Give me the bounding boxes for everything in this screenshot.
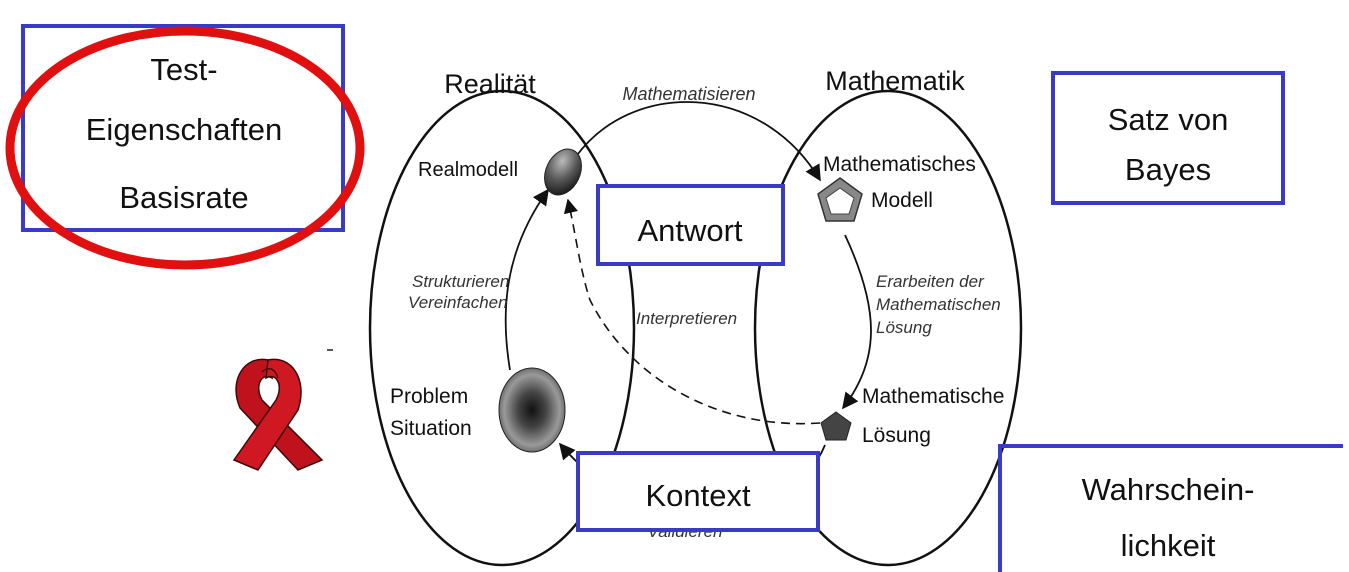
math-solution-label-line2: Lösung — [862, 424, 931, 447]
bayes-label-line1: Satz von — [1108, 102, 1229, 137]
math-solution-label-line1: Mathematische — [862, 385, 1004, 408]
test-label-line3: Basisrate — [119, 180, 248, 215]
reality-ellipse — [368, 89, 636, 567]
strukturieren-label-line1: Strukturieren — [412, 272, 509, 291]
erarbeiten-label-line3: Lösung — [876, 318, 932, 337]
interpretieren-arrow — [563, 198, 821, 425]
mathematisieren-arrow — [574, 101, 821, 182]
mathematics-title: Mathematik — [825, 66, 965, 96]
reality-title: Realität — [444, 69, 536, 99]
kontext-label: Kontext — [645, 478, 751, 513]
kontext-box — [576, 451, 820, 532]
problem-label-line2: Situation — [390, 417, 472, 440]
problem-situation-icon — [498, 367, 566, 453]
wahr-label-line1: Wahrschein- — [1082, 472, 1255, 507]
strukturieren-label-line2: Vereinfachen — [408, 293, 508, 312]
antwort-label: Antwort — [637, 213, 742, 248]
red-ribbon-icon — [232, 358, 324, 471]
math-solution-pentagon-icon — [820, 411, 852, 441]
strukturieren-arrow — [504, 188, 549, 371]
erarbeiten-label-line1: Erarbeiten der — [876, 272, 985, 291]
mathematics-ellipse — [753, 89, 1023, 567]
stray-mark — [327, 349, 333, 351]
antwort-box — [596, 184, 785, 266]
math-model-label-line2: Modell — [871, 189, 933, 212]
wahrscheinlichkeit-box — [998, 444, 1343, 572]
test-label-line2: Eigenschaften — [86, 112, 282, 147]
erarbeiten-arrow — [842, 234, 872, 410]
real-model-icon — [544, 148, 582, 196]
math-model-label-line1: Mathematisches — [823, 153, 976, 176]
highlight-ring — [5, 26, 365, 270]
math-model-pentagon-inner — [825, 187, 855, 215]
realmodell-label: Realmodell — [418, 159, 518, 181]
mathematisieren-label: Mathematisieren — [622, 84, 755, 104]
bayes-label-line2: Bayes — [1125, 152, 1211, 187]
problem-label-line1: Problem — [390, 385, 468, 408]
wahr-label-line2: lichkeit — [1121, 528, 1216, 563]
erarbeiten-label-line2: Mathematischen — [876, 295, 1001, 314]
interpretieren-label: Interpretieren — [636, 309, 737, 328]
bayes-box — [1051, 71, 1285, 205]
test-label-line1: Test- — [150, 52, 217, 87]
